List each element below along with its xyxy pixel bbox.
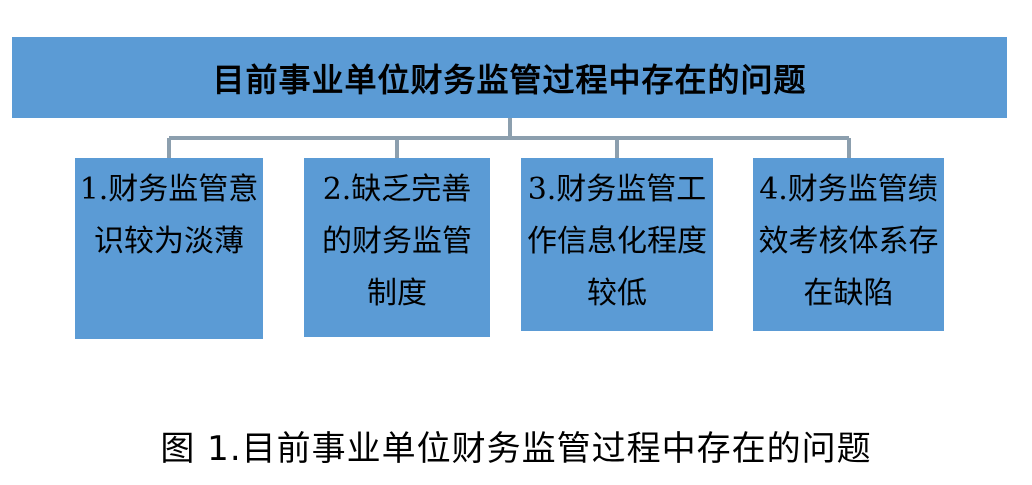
child-node-2: 2.缺乏完善的财务监管制度 — [304, 158, 490, 337]
child-node-4: 4.财务监管绩效考核体系存在缺陷 — [753, 158, 944, 331]
child-node-2-label: 2.缺乏完善的财务监管制度 — [322, 172, 472, 311]
figure-caption: 图 1.目前事业单位财务监管过程中存在的问题 — [160, 429, 872, 469]
child-node-4-label: 4.财务监管绩效考核体系存在缺陷 — [758, 172, 939, 311]
child-node-1: 1.财务监管意识较为淡薄 — [75, 158, 263, 339]
child-node-3: 3.财务监管工作信息化程度较低 — [521, 158, 713, 331]
child-node-3-label: 3.财务监管工作信息化程度较低 — [527, 172, 707, 311]
root-node-label: 目前事业单位财务监管过程中存在的问题 — [212, 60, 807, 99]
child-node-1-label: 1.财务监管意识较为淡薄 — [79, 172, 259, 259]
root-node: 目前事业单位财务监管过程中存在的问题 — [12, 37, 1007, 118]
